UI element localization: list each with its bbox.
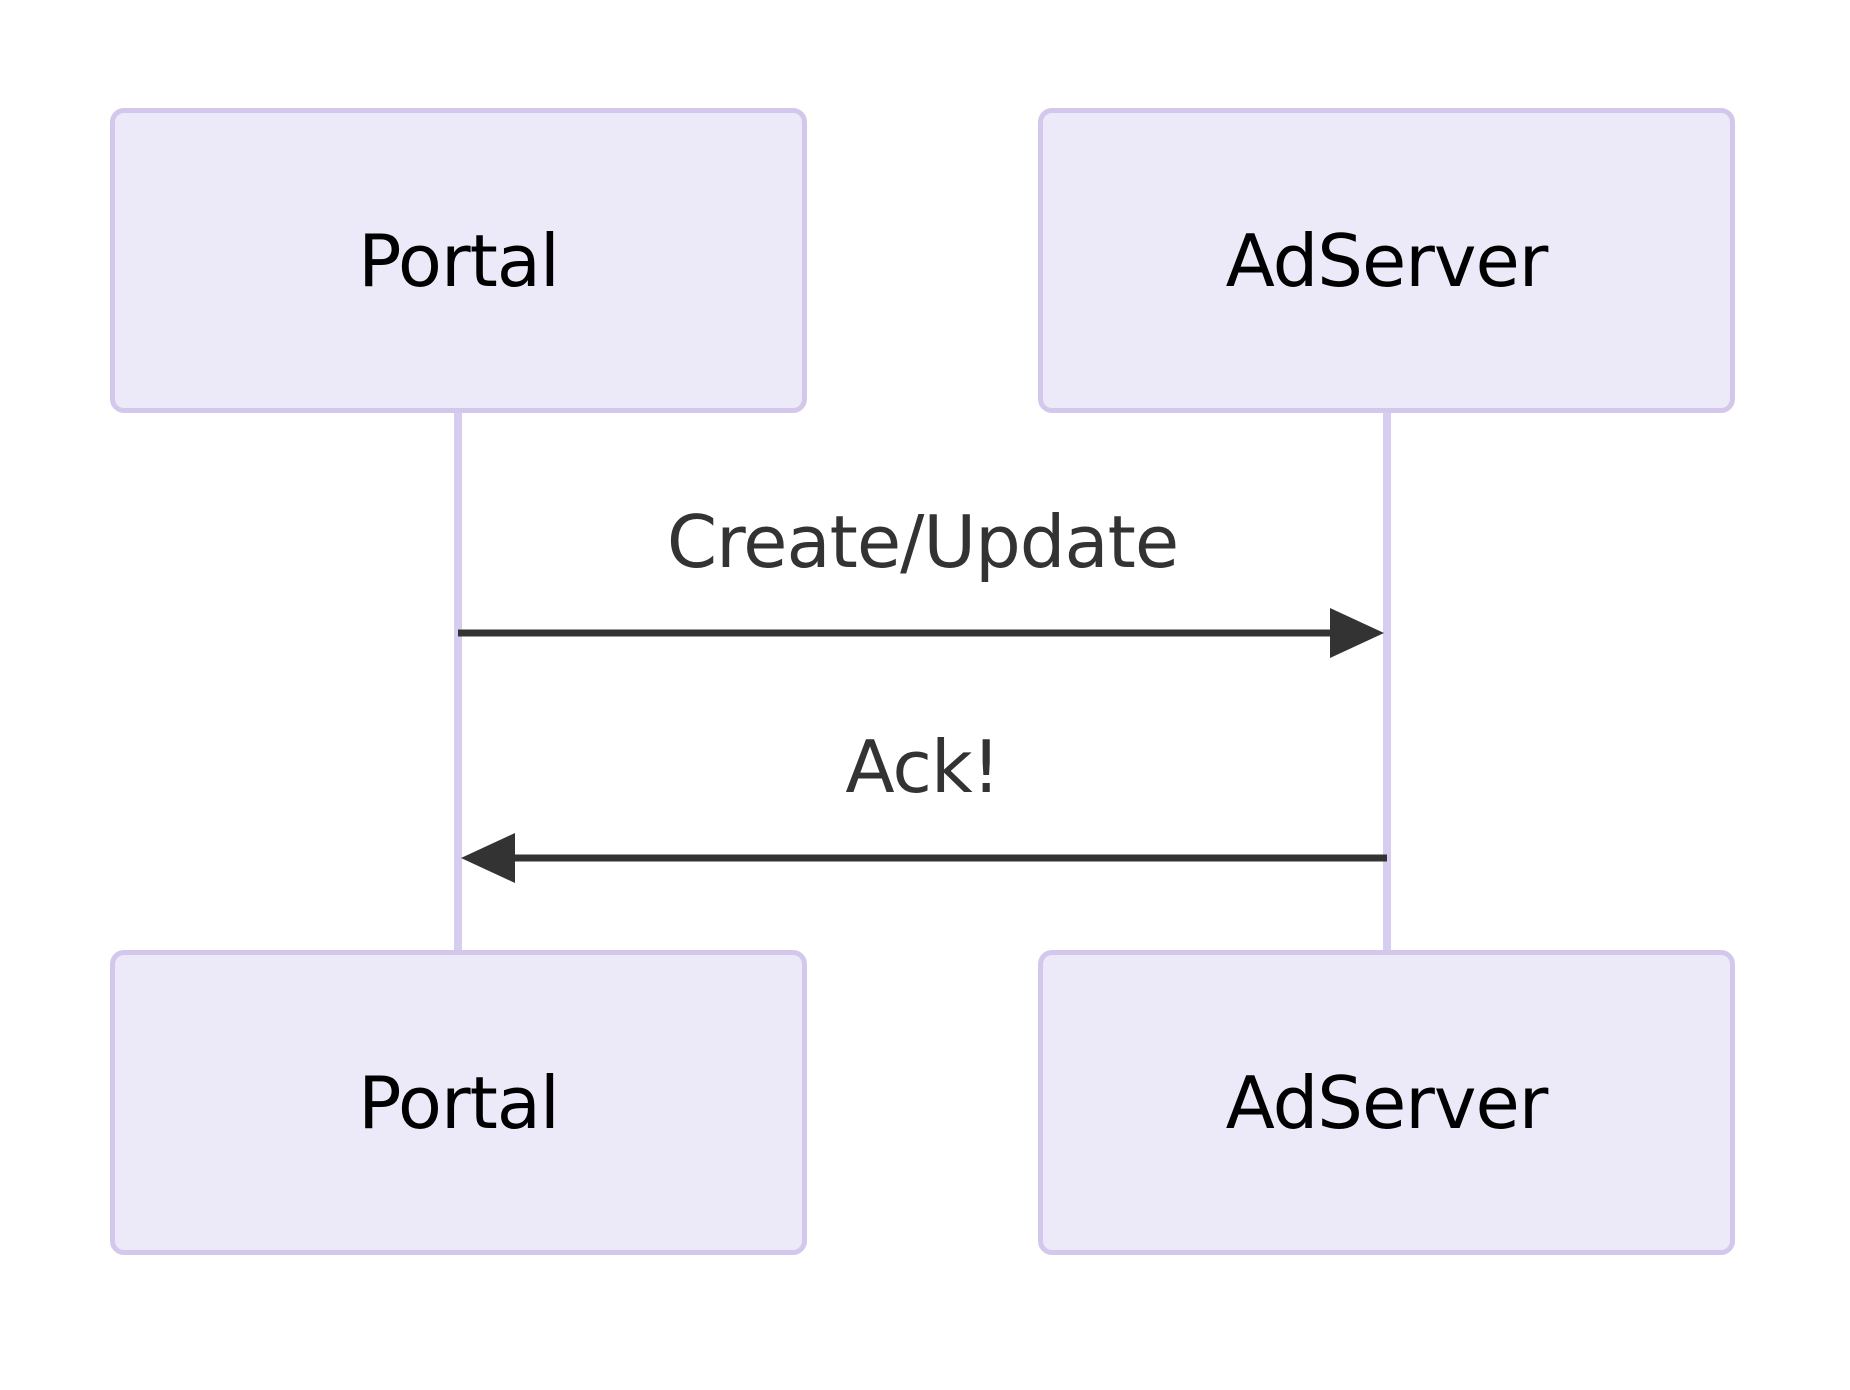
message-label-create-update: Create/Update: [666, 500, 1179, 584]
message-arrow-ack: [461, 833, 1387, 883]
message-label-ack: Ack!: [845, 725, 1000, 809]
actor-box-adserver-bottom: AdServer: [1038, 950, 1735, 1255]
actor-box-portal-bottom: Portal: [110, 950, 807, 1255]
actor-label-adserver-top: AdServer: [1225, 218, 1549, 303]
lifeline-adserver: [1383, 411, 1391, 952]
actor-label-portal-top: Portal: [358, 218, 560, 303]
message-arrow-create-update: [458, 608, 1384, 658]
actor-box-portal-top: Portal: [110, 108, 807, 413]
actor-label-adserver-bottom: AdServer: [1225, 1060, 1549, 1145]
actor-box-adserver-top: AdServer: [1038, 108, 1735, 413]
lifeline-portal: [454, 411, 462, 952]
actor-label-portal-bottom: Portal: [358, 1060, 560, 1145]
